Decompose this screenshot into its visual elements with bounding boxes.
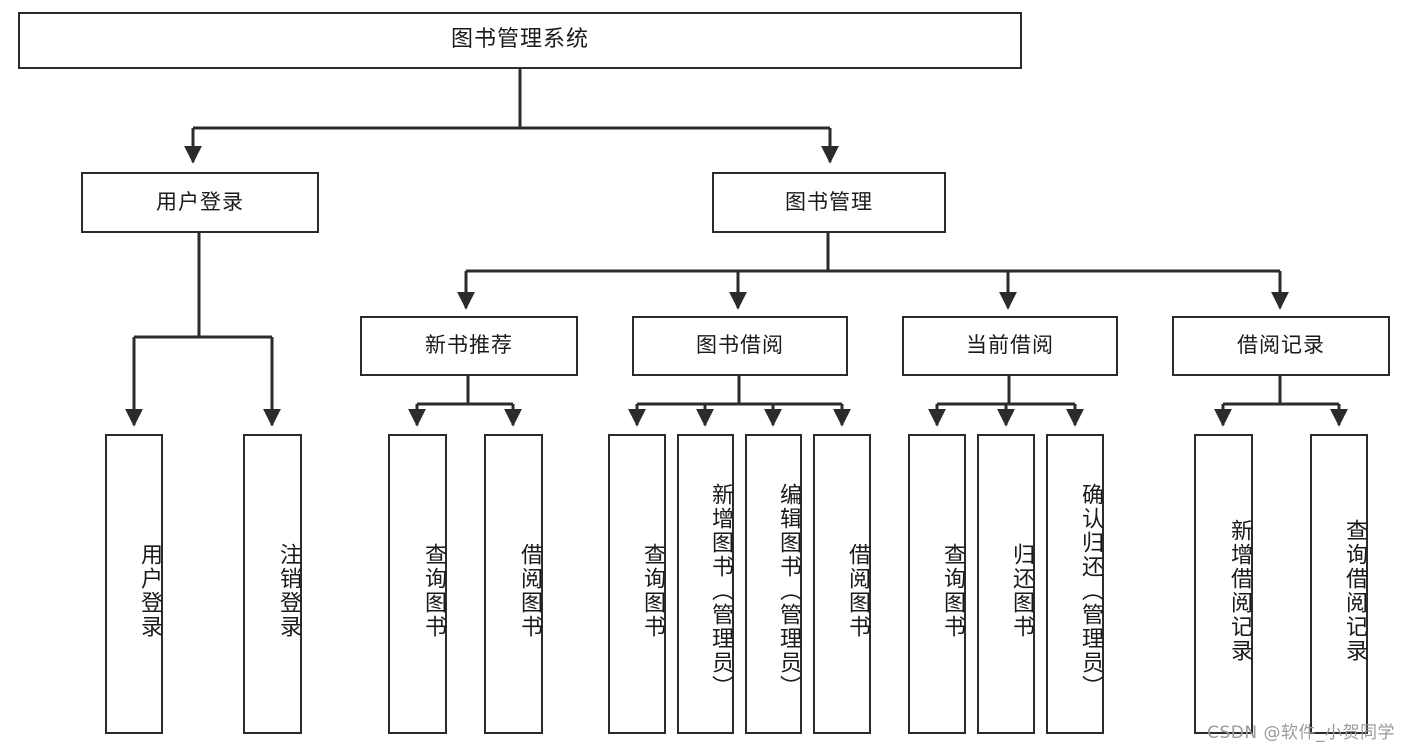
node-current-borrow[interactable]: 当前借阅 (902, 316, 1118, 376)
node-new-book-recommend[interactable]: 新书推荐 (360, 316, 578, 376)
leaf-new-book-borrow[interactable]: 借阅图书 (484, 434, 543, 734)
watermark: CSDN @软件_小贺同学 (1207, 723, 1395, 743)
leaf-current-borrow-confirm[interactable]: 确认归还（管理员） (1046, 434, 1104, 734)
leaf-user-login-signin[interactable]: 用户登录 (105, 434, 163, 734)
leaf-book-borrow-add[interactable]: 新增图书（管理员） (677, 434, 734, 734)
leaf-label: 注销登录 (276, 543, 301, 639)
node-user-login[interactable]: 用户登录 (81, 172, 319, 233)
leaf-label: 用户登录 (137, 543, 162, 639)
leaf-user-login-logout[interactable]: 注销登录 (243, 434, 302, 734)
leaf-current-borrow-query[interactable]: 查询图书 (908, 434, 966, 734)
node-label: 当前借阅 (966, 333, 1054, 358)
leaf-label: 确认归还（管理员） (1078, 483, 1103, 699)
leaf-label: 借阅图书 (517, 543, 542, 639)
leaf-label: 查询图书 (421, 543, 446, 639)
leaf-book-borrow-edit[interactable]: 编辑图书（管理员） (745, 434, 802, 734)
leaf-label: 新增图书（管理员） (708, 483, 733, 699)
node-book-borrow[interactable]: 图书借阅 (632, 316, 848, 376)
node-label: 借阅记录 (1237, 333, 1325, 358)
node-label: 新书推荐 (425, 333, 513, 358)
node-label: 图书借阅 (696, 333, 784, 358)
leaf-current-borrow-return[interactable]: 归还图书 (977, 434, 1035, 734)
leaf-label: 查询图书 (640, 543, 665, 639)
leaf-book-borrow-lend[interactable]: 借阅图书 (813, 434, 871, 734)
node-label: 用户登录 (156, 189, 244, 214)
leaf-borrow-record-add[interactable]: 新增借阅记录 (1194, 434, 1253, 734)
leaf-borrow-record-query[interactable]: 查询借阅记录 (1310, 434, 1368, 734)
leaf-book-borrow-query[interactable]: 查询图书 (608, 434, 666, 734)
leaf-label: 查询借阅记录 (1342, 519, 1367, 663)
leaf-label: 归还图书 (1009, 543, 1034, 639)
node-root-system[interactable]: 图书管理系统 (18, 12, 1022, 69)
leaf-label: 借阅图书 (845, 543, 870, 639)
node-book-management[interactable]: 图书管理 (712, 172, 946, 233)
node-label: 图书管理系统 (450, 27, 589, 53)
node-label: 图书管理 (785, 189, 873, 214)
leaf-label: 编辑图书（管理员） (776, 483, 801, 699)
leaf-new-book-query[interactable]: 查询图书 (388, 434, 447, 734)
leaf-label: 新增借阅记录 (1227, 519, 1252, 663)
node-borrow-record[interactable]: 借阅记录 (1172, 316, 1390, 376)
leaf-label: 查询图书 (940, 543, 965, 639)
